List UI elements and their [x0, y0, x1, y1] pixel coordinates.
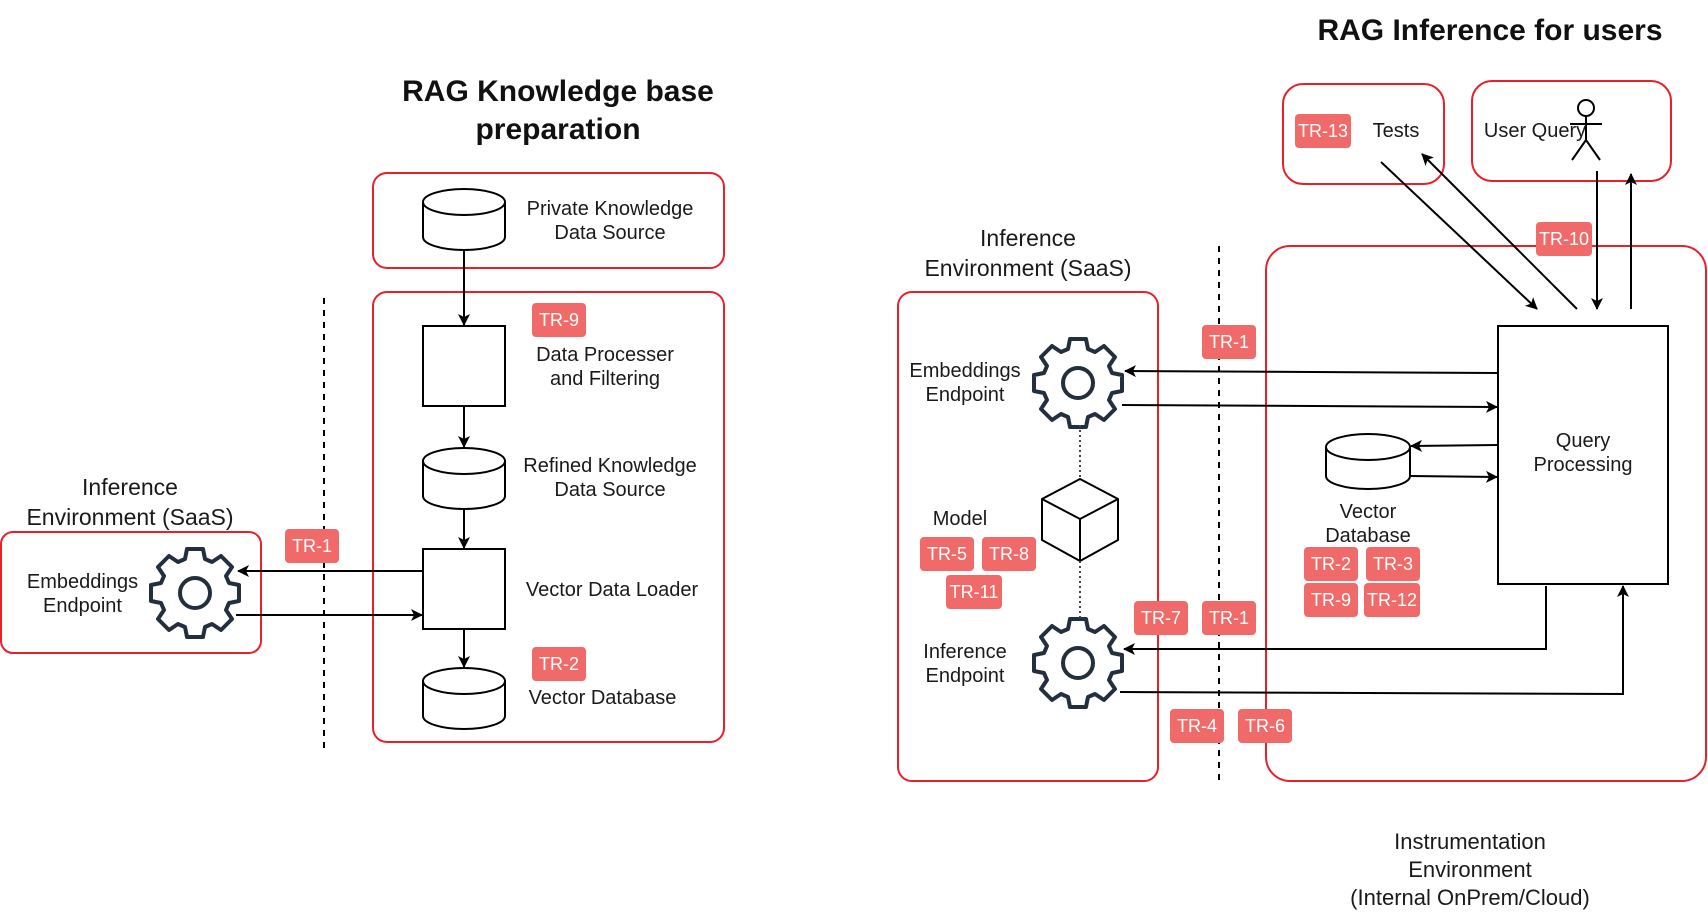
- vector-loader-label: Vector Data Loader: [525, 579, 699, 601]
- refined-source-cylinder: [422, 447, 506, 510]
- badge-tr13: TR-13: [1295, 114, 1351, 148]
- badge-tr1-top: TR-1: [1202, 325, 1256, 359]
- flow-query-to-tests: [1421, 153, 1578, 310]
- embeddings-right-gear-icon: [1032, 337, 1124, 429]
- flow-embeddings-to-query: [1121, 400, 1498, 413]
- badge-tr12: TR-12: [1364, 583, 1420, 617]
- knowledge-prep-title: RAG Knowledge base preparation: [402, 75, 714, 146]
- badge-tr3: TR-3: [1366, 547, 1420, 581]
- badge-tr9-left: TR-9: [532, 303, 586, 337]
- flow-inference-to-query: [1119, 585, 1629, 696]
- private-source-label: Private Knowledge Data Source: [526, 198, 694, 244]
- inference-endpoint-label: Inference Endpoint: [923, 641, 1007, 687]
- tests-boundary: [1282, 83, 1445, 185]
- badge-tr8: TR-8: [982, 537, 1036, 571]
- badge-tr2-right: TR-2: [1304, 547, 1358, 581]
- pipeline-boundary: [372, 291, 725, 743]
- vector-db-left-label: Vector Database: [528, 687, 677, 709]
- vector-db-right-cylinder: [1325, 433, 1411, 490]
- inference-env-right-boundary: [897, 291, 1159, 782]
- badge-tr1-mid: TR-1: [1202, 601, 1256, 635]
- instrumentation-env-boundary: [1265, 245, 1707, 782]
- badge-tr4: TR-4: [1170, 709, 1224, 743]
- user-actor-icon: [1570, 99, 1602, 161]
- flow-query-to-vectordb: [1410, 439, 1498, 452]
- badge-tr9-right: TR-9: [1304, 583, 1358, 617]
- refined-source-label: Refined Knowledge Data Source: [523, 455, 697, 501]
- vector-db-right-label: Vector Database: [1325, 501, 1411, 547]
- flow-tests-to-query: [1380, 161, 1538, 310]
- badge-tr2-left: TR-2: [532, 647, 586, 681]
- embeddings-right-label: Embeddings Endpoint: [909, 360, 1021, 406]
- flow-query-to-inference: [1123, 586, 1547, 655]
- private-source-cylinder: [422, 188, 506, 251]
- data-processor-box: [422, 325, 506, 407]
- badge-tr11: TR-11: [946, 575, 1002, 609]
- private-source-boundary: [372, 172, 725, 269]
- flow-vectordb-to-query: [1410, 470, 1498, 483]
- instrumentation-env-label: Instrumentation Environment (Internal On…: [1350, 829, 1590, 910]
- embeddings-left-label: Embeddings Endpoint: [26, 571, 139, 617]
- badge-tr1-left: TR-1: [285, 529, 339, 563]
- vector-loader-box: [422, 548, 506, 630]
- model-label: Model: [932, 508, 988, 530]
- query-processing-label: Query Processing: [1533, 430, 1633, 476]
- query-processing-box: [1497, 325, 1669, 585]
- data-processor-label: Data Processer and Filtering: [536, 344, 674, 390]
- badge-tr10: TR-10: [1536, 222, 1592, 256]
- inference-env-left-boundary: [0, 531, 262, 654]
- vector-db-left-cylinder: [422, 667, 506, 730]
- user-query-boundary: [1471, 80, 1672, 182]
- inference-endpoint-gear-icon: [1032, 617, 1124, 709]
- flow-query-to-embeddings: [1124, 365, 1498, 378]
- inference-users-title: RAG Inference for users: [1317, 14, 1663, 47]
- badge-tr6: TR-6: [1238, 709, 1292, 743]
- model-cube-icon: [1041, 478, 1119, 562]
- badge-tr5: TR-5: [920, 537, 974, 571]
- tests-label: Tests: [1372, 120, 1420, 142]
- user-query-label: User Query: [1483, 120, 1587, 142]
- embeddings-left-gear-icon: [149, 547, 241, 639]
- inference-env-right-label: Inference Environment (SaaS): [924, 225, 1132, 281]
- badge-tr7: TR-7: [1134, 601, 1188, 635]
- inference-env-left-label: Inference Environment (SaaS): [26, 474, 234, 530]
